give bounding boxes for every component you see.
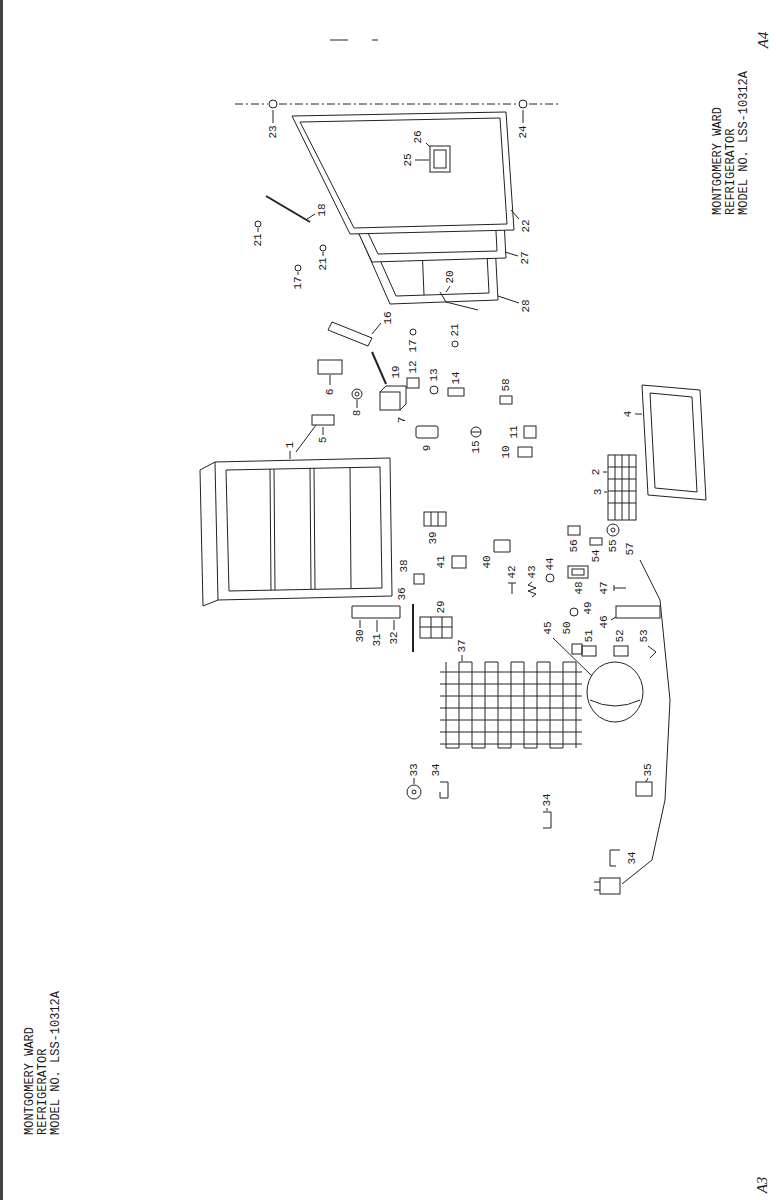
model-header: REFRIGERATOR bbox=[37, 1049, 50, 1135]
callout-number: 4 bbox=[622, 410, 634, 419]
callout-number: 37 bbox=[456, 638, 468, 653]
callout-number: 29 bbox=[435, 599, 447, 614]
callout-number: 30 bbox=[354, 628, 366, 643]
callout-number: 7 bbox=[396, 416, 408, 425]
callout-number: 24 bbox=[517, 124, 529, 139]
callout-number: 19 bbox=[390, 364, 402, 379]
callout-number: 56 bbox=[568, 538, 580, 553]
callout-number: 26 bbox=[412, 129, 424, 144]
callout-number: 11 bbox=[508, 424, 520, 439]
model-header: MODEL NO. LSS-10312A bbox=[738, 71, 751, 215]
callout-number: 55 bbox=[607, 538, 619, 553]
callout-number: 14 bbox=[450, 370, 462, 385]
callout-number: 18 bbox=[316, 202, 328, 217]
callout-number: 43 bbox=[526, 564, 538, 579]
callout-number: 39 bbox=[427, 530, 439, 545]
callout-number: 10 bbox=[500, 444, 512, 459]
callout-number: 21 bbox=[252, 232, 264, 247]
callout-number: 34 bbox=[430, 762, 442, 777]
callout-number: 15 bbox=[470, 439, 482, 454]
callout-number: 41 bbox=[435, 554, 447, 569]
callout-number: 28 bbox=[520, 298, 532, 313]
callout-number: 8 bbox=[351, 409, 363, 418]
callout-number: 20 bbox=[444, 269, 456, 284]
callout-number: 48 bbox=[573, 580, 585, 595]
callout-number: 21 bbox=[317, 256, 329, 271]
callout-number: 6 bbox=[324, 388, 336, 397]
page-number: A4 bbox=[755, 32, 771, 49]
model-header: REFRIGERATOR bbox=[725, 129, 738, 215]
callout-number: 9 bbox=[421, 444, 433, 453]
model-header: MONTGOMERY WARD bbox=[24, 1027, 37, 1135]
callout-number: 44 bbox=[544, 556, 556, 571]
callout-number: 12 bbox=[407, 359, 419, 374]
callout-number: 52 bbox=[614, 628, 626, 643]
callout-number: 50 bbox=[561, 620, 573, 635]
callout-number: 51 bbox=[583, 628, 595, 643]
callout-number: 31 bbox=[371, 632, 383, 647]
callout-number: 58 bbox=[500, 377, 512, 392]
callout-number: 5 bbox=[317, 436, 329, 445]
callout-number: 49 bbox=[582, 600, 594, 615]
callout-number: 13 bbox=[428, 367, 440, 382]
callout-number: 23 bbox=[267, 124, 279, 139]
callout-number: 47 bbox=[598, 580, 610, 595]
callout-number: 45 bbox=[542, 620, 554, 635]
callout-number: 1 bbox=[284, 441, 296, 450]
callout-number: 34 bbox=[626, 850, 638, 865]
exploded-view bbox=[200, 40, 706, 894]
callout-number: 27 bbox=[519, 250, 531, 265]
callout-number: 57 bbox=[624, 541, 636, 556]
callout-number: 32 bbox=[388, 630, 400, 645]
scan-edge bbox=[0, 0, 3, 1200]
callout-number: 25 bbox=[402, 152, 414, 167]
page-number: A3 bbox=[754, 1177, 770, 1194]
model-header: MONTGOMERY WARD bbox=[712, 107, 725, 215]
callout-number: 53 bbox=[638, 628, 650, 643]
callout-number: 22 bbox=[520, 218, 532, 233]
callout-number: 36 bbox=[396, 586, 408, 601]
callout-number: 38 bbox=[398, 558, 410, 573]
callout-number: 33 bbox=[408, 762, 420, 777]
callout-number: 21 bbox=[449, 322, 461, 337]
callout-number: 16 bbox=[382, 310, 394, 325]
model-header: MODEL NO. LSS-10312A bbox=[50, 991, 63, 1135]
callout-number: 17 bbox=[292, 275, 304, 290]
callout-number: 34 bbox=[541, 792, 553, 807]
callout-number: 2 bbox=[590, 468, 602, 477]
callout-number: 3 bbox=[592, 488, 604, 497]
callout-number: 35 bbox=[642, 762, 654, 777]
callout-number: 46 bbox=[598, 614, 610, 629]
callout-number: 17 bbox=[407, 338, 419, 353]
callout-number: 40 bbox=[481, 554, 493, 569]
callout-number: 42 bbox=[506, 564, 518, 579]
callout-number: 54 bbox=[590, 548, 602, 563]
